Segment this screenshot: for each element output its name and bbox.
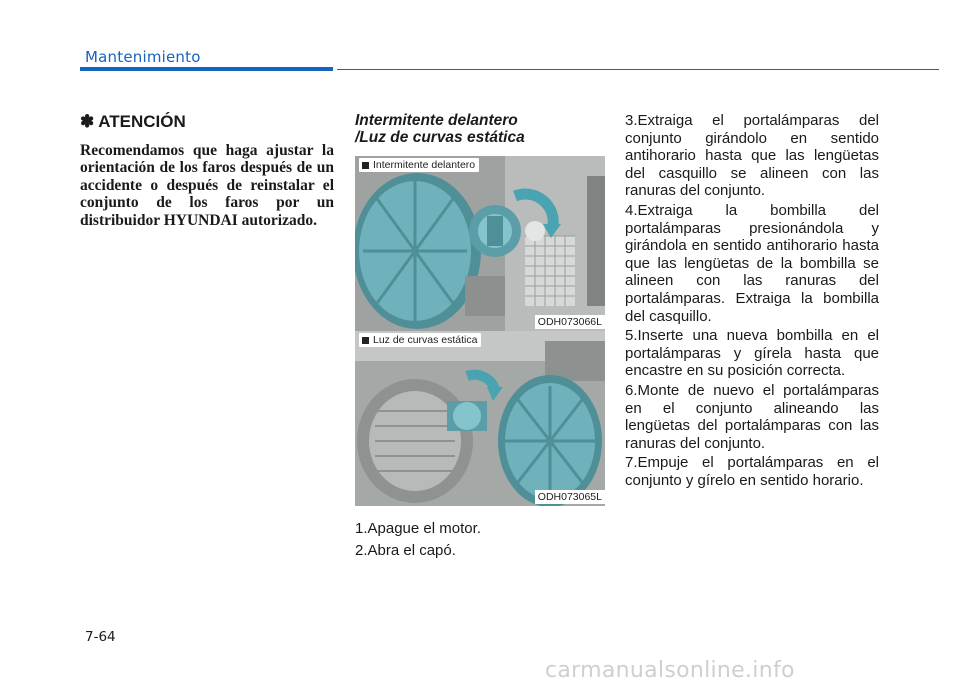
square-bullet-icon: [362, 161, 369, 169]
page-number: 7-64: [85, 629, 116, 645]
watermark[interactable]: carmanualsonline.info: [545, 658, 795, 683]
attention-box: ✽ ATENCIÓN Recomendamos que haga ajustar…: [80, 112, 334, 229]
cornering-lamp-label-text: Luz de curvas estática: [373, 334, 478, 346]
attention-heading: ✽ ATENCIÓN: [80, 112, 334, 132]
figure-heading-line1: Intermitente delantero: [355, 112, 518, 129]
step-item: 3.Extraiga el portalámparas del conjunto…: [625, 112, 879, 200]
attention-body: Recomendamos que haga ajustar la orienta…: [80, 142, 334, 229]
step-item: 7.Empuje el portalámparas en el conjunto…: [625, 454, 879, 489]
step-item: 4.Extraiga la bombilla del portalámparas…: [625, 201, 879, 325]
turn-signal-label: Intermitente delantero: [359, 158, 480, 172]
turn-signal-illustration: Intermitente delantero ODH073066L: [355, 156, 605, 331]
cornering-lamp-label: Luz de curvas estática: [359, 333, 482, 347]
step-item: 6.Monte de nuevo el portalámparas en el …: [625, 381, 879, 452]
header-rule-thick: [80, 67, 333, 71]
step-item: 2.Abra el capó.: [355, 541, 456, 559]
attention-symbol-icon: ✽: [80, 112, 95, 131]
square-bullet-icon: [362, 336, 369, 344]
section-title: Mantenimiento: [85, 48, 201, 66]
bulb-illustration: Intermitente delantero ODH073066L Luz de…: [355, 156, 605, 506]
header-rule-thin: [337, 69, 939, 70]
step-item: 1.Apague el motor.: [355, 520, 481, 537]
turn-signal-figure-code: ODH073066L: [534, 315, 605, 329]
attention-title: ATENCIÓN: [98, 112, 186, 131]
cornering-lamp-figure-code: ODH073065L: [534, 490, 605, 504]
figure-heading: Intermitente delantero /Luz de curvas es…: [355, 112, 607, 146]
steps-list-part1: 1.Apague el motor. 2.Abra el capó.: [355, 520, 607, 563]
figure-heading-line2: /Luz de curvas estática: [355, 129, 525, 146]
turn-signal-label-text: Intermitente delantero: [373, 159, 476, 171]
cornering-lamp-illustration: Luz de curvas estática ODH073065L: [355, 331, 605, 506]
step-item: 5.Inserte una nueva bombilla en el porta…: [625, 327, 879, 380]
steps-list-part2: 3.Extraiga el portalámparas del conjunto…: [625, 112, 879, 491]
